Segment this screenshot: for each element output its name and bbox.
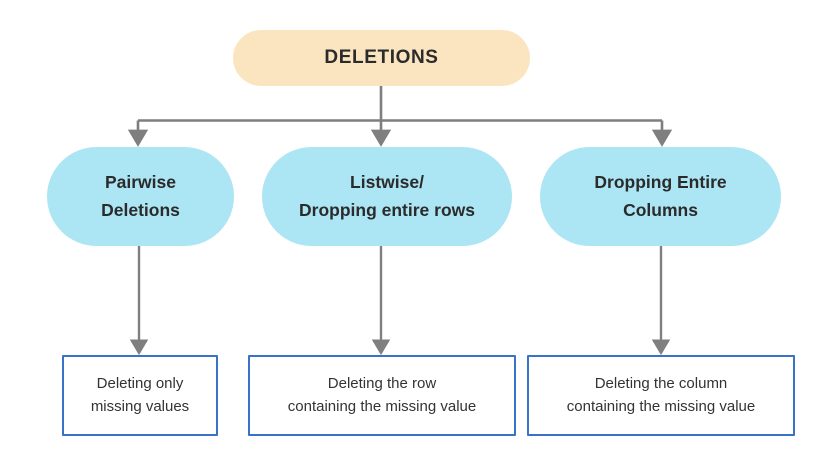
node-leaf-label: Deleting only missing values xyxy=(90,375,190,415)
node-leaf-label: Deleting the row containing the missing … xyxy=(287,375,477,415)
node-root-deletions[interactable]: DELETIONS xyxy=(233,30,530,86)
node-branch-dropping-entire-columns[interactable]: Dropping Entire Columns xyxy=(540,147,781,246)
node-branch-pairwise-deletions[interactable]: Pairwise Deletions xyxy=(47,147,234,246)
node-root-label: DELETIONS xyxy=(324,46,439,68)
node-leaf-label: Deleting the column containing the missi… xyxy=(566,375,756,415)
node-leaf-deleting-the-row[interactable]: Deleting the row containing the missing … xyxy=(248,355,516,436)
node-branch-listwise-dropping-rows[interactable]: Listwise/ Dropping entire rows xyxy=(262,147,512,246)
node-leaf-deleting-the-column[interactable]: Deleting the column containing the missi… xyxy=(527,355,795,436)
node-branch-label: Dropping Entire Columns xyxy=(594,172,727,220)
node-leaf-deleting-only-missing-values[interactable]: Deleting only missing values xyxy=(62,355,218,436)
node-branch-label: Pairwise Deletions xyxy=(101,172,180,220)
node-branch-label: Listwise/ Dropping entire rows xyxy=(299,172,475,220)
